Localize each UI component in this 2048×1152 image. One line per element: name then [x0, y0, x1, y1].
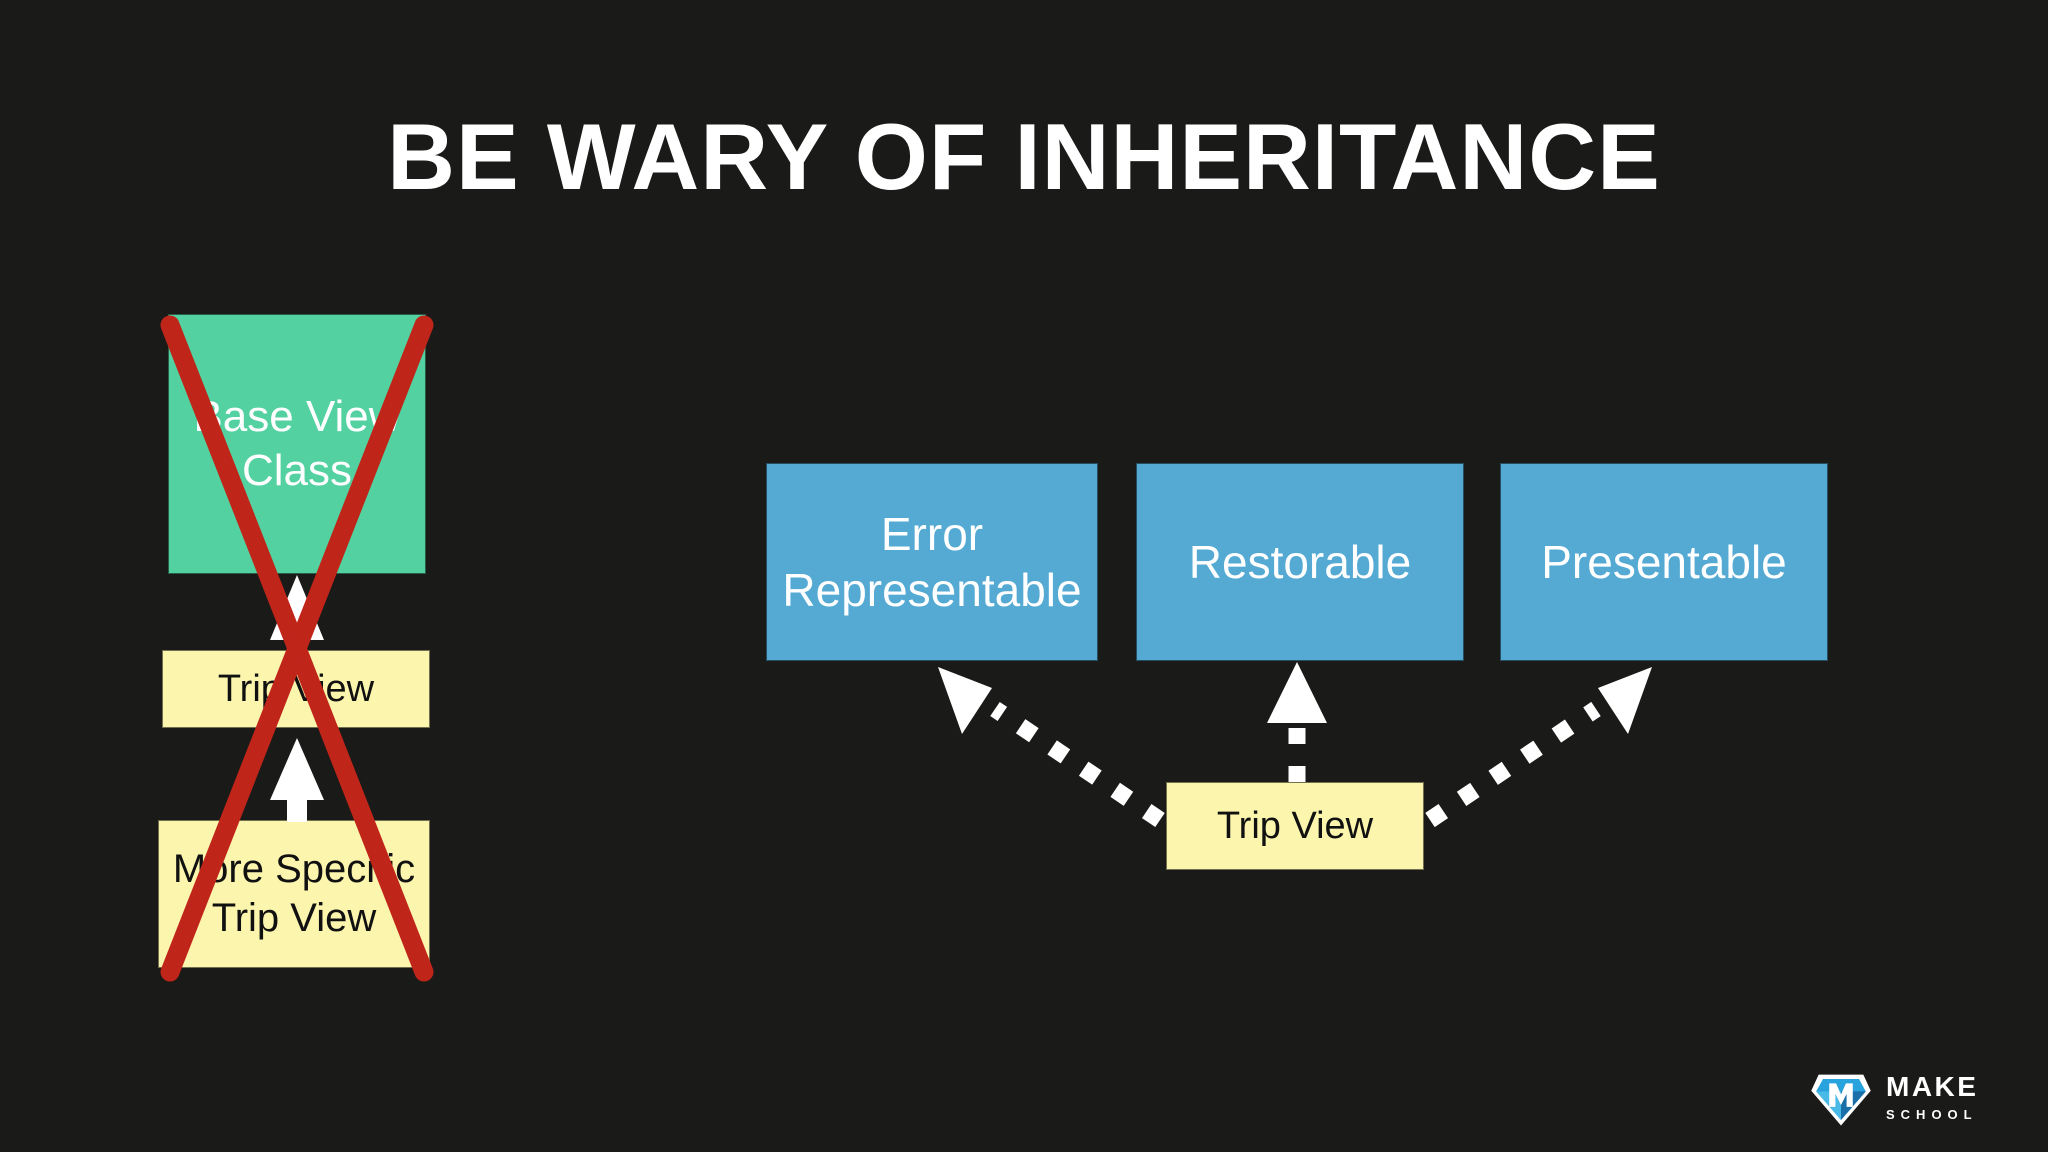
- arrow-trip-view-to-presentable: [1425, 667, 1652, 828]
- arrow-trip-view-to-base-view-class: [270, 575, 324, 653]
- node-restorable-label: Restorable: [1188, 535, 1412, 588]
- node-more-specific-trip-view-label: More Specific Trip View: [172, 847, 416, 940]
- node-trip-view-protocols: Trip View: [1166, 782, 1424, 870]
- node-presentable: Presentable: [1500, 463, 1828, 661]
- diamond-m-icon: [1811, 1074, 1871, 1126]
- make-school-logo: MAKE SCHOOL: [1810, 1062, 2020, 1132]
- node-restorable: Restorable: [1136, 463, 1464, 661]
- node-trip-view-inheritance: Trip View: [162, 650, 430, 728]
- logo-text: MAKE SCHOOL: [1886, 1071, 1979, 1122]
- node-error-representable-label: Error Representable: [782, 507, 1082, 616]
- node-more-specific-trip-view: More Specific Trip View: [158, 820, 430, 968]
- node-presentable-label: Presentable: [1541, 535, 1787, 588]
- logo-school-text: SCHOOL: [1886, 1107, 1978, 1122]
- node-trip-view-inheritance-label: Trip View: [217, 667, 375, 710]
- page-title: BE WARY OF INHERITANCE: [387, 104, 1661, 209]
- logo-make-text: MAKE: [1886, 1071, 1979, 1102]
- node-trip-view-protocols-label: Trip View: [1216, 804, 1374, 847]
- arrow-more-specific-to-trip-view: [270, 738, 324, 822]
- node-base-view-class: Base View Class: [168, 314, 426, 574]
- node-error-representable: Error Representable: [766, 463, 1098, 661]
- arrow-trip-view-to-error-representable: [938, 667, 1165, 828]
- node-base-view-class-label: Base View Class: [193, 392, 401, 495]
- arrow-trip-view-to-restorable: [1267, 662, 1327, 782]
